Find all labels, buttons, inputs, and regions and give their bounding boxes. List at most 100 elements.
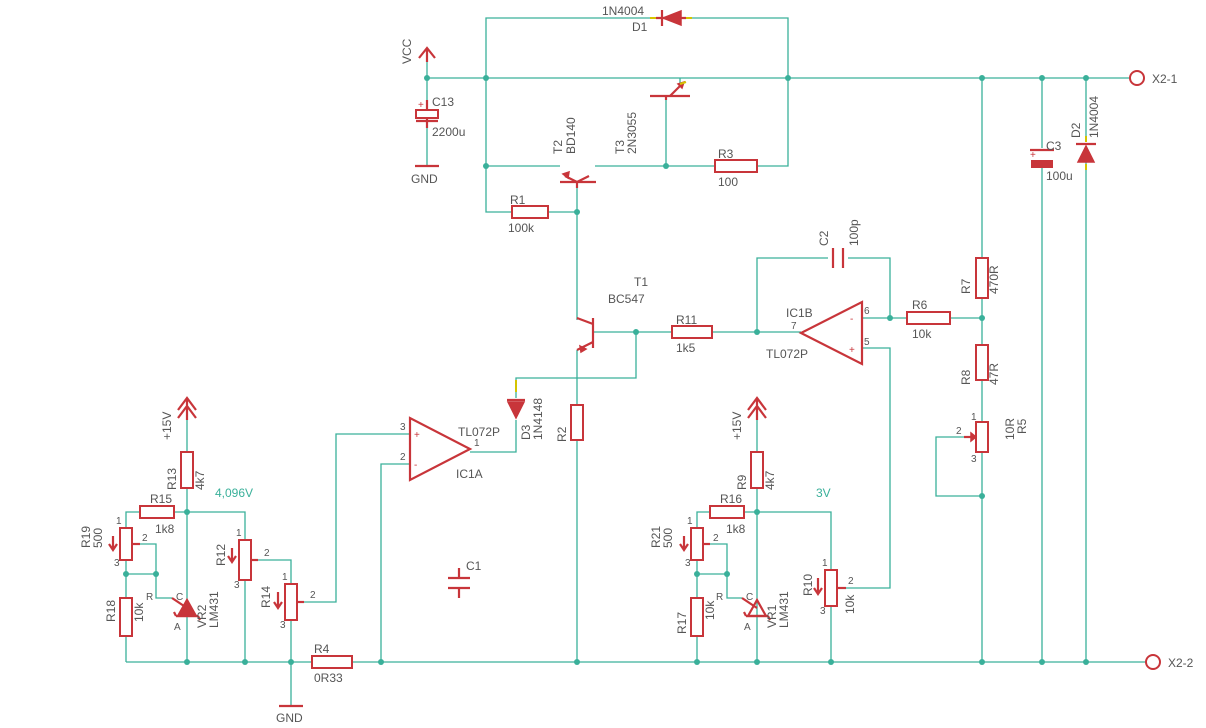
svg-text:2: 2 (264, 548, 270, 559)
svg-text:-: - (414, 460, 417, 471)
r10-ref: R10 (801, 574, 815, 596)
opamp-ic1b: - + 6 5 7 IC1B TL072P (766, 300, 870, 366)
resistor-r15: R15 1k8 (139, 492, 175, 536)
r8-ref: R8 (959, 369, 973, 385)
terminal-x2-1-label: X2-1 (1152, 72, 1178, 86)
r21-ref: R21 (649, 526, 663, 548)
gnd-label-top: GND (411, 172, 438, 186)
svg-text:2: 2 (713, 533, 719, 544)
r8-value: 47R (987, 363, 1001, 385)
t3-value: 2N3055 (625, 112, 639, 154)
r14-ref: R14 (259, 586, 273, 608)
svg-text:2: 2 (310, 590, 316, 601)
potentiometer-r5: 1 2 3 R5 10R (956, 412, 1029, 465)
svg-text:+: + (1030, 150, 1036, 161)
svg-text:-: - (850, 314, 853, 325)
svg-text:+: + (849, 345, 855, 356)
transistor-t3: T3 2N3055 (613, 80, 690, 154)
c3-ref: C3 (1046, 139, 1062, 153)
svg-text:3: 3 (280, 620, 286, 631)
resistor-r18: R18 10k (104, 597, 146, 637)
ic1b-ref: IC1B (786, 306, 813, 320)
t3-ref: T3 (613, 140, 627, 154)
r7-ref: R7 (959, 278, 973, 294)
r19-ref: R19 (79, 526, 93, 548)
svg-text:A: A (744, 622, 751, 633)
r13-value: 4k7 (193, 470, 207, 490)
gnd-symbol-bottom: GND (276, 704, 303, 725)
svg-text:3: 3 (400, 422, 406, 433)
t1-value: BC547 (608, 292, 645, 306)
svg-text:R: R (716, 592, 723, 603)
r16-ref: R16 (720, 492, 742, 506)
resistor-r1: R1 100k (508, 193, 549, 235)
terminal-x2-2: X2-2 (1145, 654, 1194, 670)
diode-d3: D3 1N4148 (506, 380, 545, 440)
plus15v-label-left: +15V (160, 412, 174, 440)
r3-ref: R3 (718, 147, 734, 161)
vr1-ref: VR1 (765, 604, 779, 628)
r2-ref: R2 (555, 426, 569, 442)
junctions (123, 75, 1089, 665)
terminal-x2-2-label: X2-2 (1168, 656, 1194, 670)
svg-text:1: 1 (474, 438, 480, 449)
net-label-4096v: 4,096V (215, 486, 253, 500)
resistor-r13: R13 4k7 (165, 451, 207, 490)
net-label-3v: 3V (816, 486, 831, 500)
d3-ref: D3 (519, 424, 533, 440)
resistor-r6: R6 10k (906, 298, 951, 341)
transistor-t1: T1 BC547 (576, 275, 648, 354)
c2-ref: C2 (817, 230, 831, 246)
shunt-regulator-vr1: C R A VR1 LM431 (716, 591, 791, 633)
r17-value: 10k (703, 600, 717, 620)
opamp-ic1a: + - 3 2 1 TL072P IC1A (400, 416, 500, 482)
svg-text:2: 2 (142, 533, 148, 544)
resistor-r8: R8 47R (959, 344, 1001, 385)
svg-text:2: 2 (400, 452, 406, 463)
r12-ref: R12 (214, 544, 228, 566)
svg-text:+: + (418, 100, 424, 111)
r9-value: 4k7 (763, 470, 777, 490)
svg-text:+: + (414, 430, 420, 441)
t2-ref: T2 (551, 140, 565, 154)
svg-text:C: C (176, 592, 183, 603)
shunt-regulator-vr2: C R A VR2 LM431 (146, 591, 221, 633)
potentiometer-r19: 1 2 3 R19 500 (79, 516, 148, 569)
r17-ref: R17 (675, 612, 689, 634)
resistor-r7: R7 470R (959, 257, 1001, 299)
r18-value: 10k (132, 602, 146, 622)
d2-value: 1N4004 (1087, 96, 1101, 138)
vcc-symbol: VCC (400, 38, 436, 64)
c13-ref: C13 (432, 95, 454, 109)
potentiometer-r21: 1 2 3 R21 500 (649, 516, 719, 569)
c3-value: 100u (1046, 169, 1073, 183)
svg-text:R: R (146, 592, 153, 603)
resistor-r9: R9 4k7 (735, 451, 777, 490)
svg-text:5: 5 (864, 337, 870, 348)
capacitor-c1: C1 (448, 559, 482, 598)
r5-value: 10R (1003, 418, 1017, 440)
t2-value: BD140 (564, 117, 578, 154)
resistor-r11: R11 1k5 (671, 313, 713, 355)
c13-value: 2200u (432, 125, 465, 139)
r6-value: 10k (912, 327, 932, 341)
svg-text:1: 1 (687, 516, 693, 527)
transistor-t2: T2 BD140 (551, 117, 596, 188)
r4-value: 0R33 (314, 671, 343, 685)
svg-text:3: 3 (971, 454, 977, 465)
r13-ref: R13 (165, 468, 179, 490)
potentiometer-r10: 1 2 3 R10 10k (801, 558, 857, 617)
potentiometer-r12: 1 2 3 R12 (214, 528, 270, 591)
plus15v-symbol-left: +15V (160, 396, 197, 440)
gnd-symbol-top: GND (411, 164, 439, 186)
resistor-r2: R2 (555, 404, 584, 442)
r18-ref: R18 (104, 600, 118, 622)
vr2-value: LM431 (207, 591, 221, 628)
resistor-r17: R17 10k (675, 597, 717, 637)
plus15v-label-right: +15V (730, 412, 744, 440)
r15-value: 1k8 (155, 522, 175, 536)
capacitor-c13: + C13 2200u (415, 95, 465, 139)
d2-ref: D2 (1069, 122, 1083, 138)
svg-text:3: 3 (685, 558, 691, 569)
d3-value: 1N4148 (531, 398, 545, 440)
